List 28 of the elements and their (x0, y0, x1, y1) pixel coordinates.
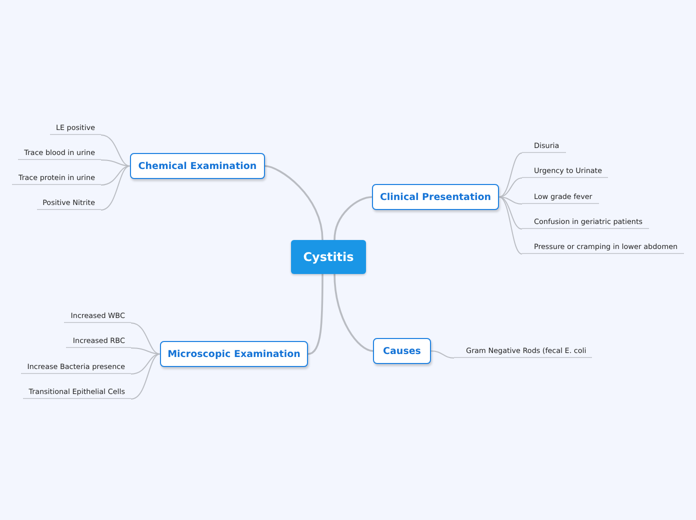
central-topic-box (291, 240, 366, 274)
topic-box (372, 184, 499, 210)
connector-line (498, 196, 522, 204)
connector-line (498, 196, 522, 230)
connector-line (334, 274, 374, 352)
node-text: Causes (383, 346, 421, 356)
connector-line (100, 166, 130, 186)
connector-line (130, 348, 160, 354)
connector-line (100, 134, 130, 166)
topic-box (373, 338, 431, 364)
connector-line (498, 152, 522, 198)
connector-line (334, 196, 372, 240)
connector-line (100, 160, 130, 166)
node-text: Clinical Presentation (380, 192, 492, 202)
connector-line (308, 274, 324, 355)
connector-line (430, 350, 454, 358)
topic-box (160, 341, 308, 367)
connector-line (130, 322, 160, 354)
connector-line (100, 166, 130, 210)
connector-line (264, 165, 324, 240)
node-text: Microscopic Examination (168, 348, 300, 360)
connector-line (498, 178, 522, 198)
connector-line (498, 196, 522, 254)
node-text: Cystitis (303, 250, 354, 264)
connector-line (130, 354, 160, 400)
node-text: Chemical Examination (138, 160, 257, 172)
topic-box (130, 153, 265, 179)
connector-line (130, 354, 160, 374)
